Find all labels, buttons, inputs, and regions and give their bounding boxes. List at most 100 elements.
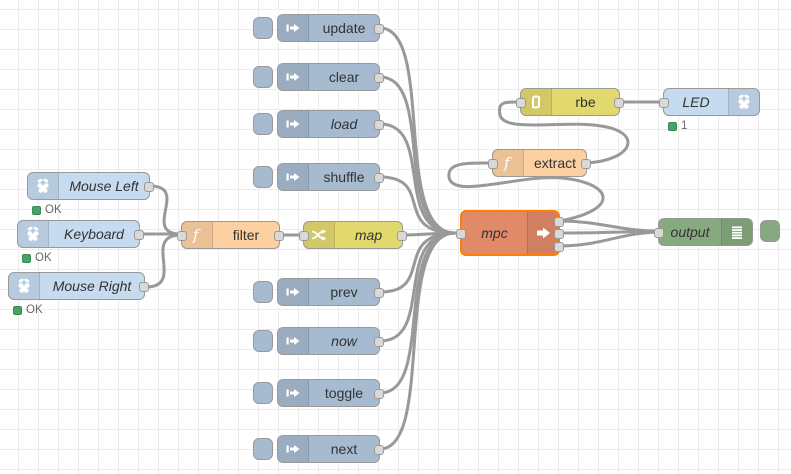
status-text: 1 bbox=[681, 120, 688, 132]
output-port[interactable] bbox=[581, 159, 591, 169]
output-port-2[interactable] bbox=[554, 229, 564, 239]
function-icon: f bbox=[493, 150, 524, 176]
node-label: now bbox=[331, 333, 357, 349]
inject-arrow-icon bbox=[278, 436, 309, 462]
node-mpc[interactable]: mpc bbox=[456, 210, 564, 256]
node-label: prev bbox=[330, 284, 358, 300]
wire[interactable] bbox=[558, 230, 660, 248]
node-label: map bbox=[354, 227, 383, 243]
output-port-3[interactable] bbox=[554, 242, 564, 252]
output-port[interactable] bbox=[614, 98, 624, 108]
inject-arrow-icon bbox=[278, 64, 309, 90]
node-label: load bbox=[330, 116, 358, 132]
inject-button[interactable] bbox=[253, 382, 273, 404]
inject-arrow-icon bbox=[278, 15, 309, 41]
inject-button[interactable] bbox=[253, 330, 273, 352]
output-port[interactable] bbox=[134, 230, 144, 240]
node-label: extract bbox=[533, 155, 576, 171]
inject-button[interactable] bbox=[253, 66, 273, 88]
wire[interactable] bbox=[378, 231, 457, 395]
inject-button[interactable] bbox=[253, 113, 273, 135]
svg-text:f: f bbox=[503, 155, 512, 171]
output-port[interactable] bbox=[374, 120, 384, 130]
node-label: mpc bbox=[481, 225, 508, 241]
node-label: shuffle bbox=[323, 169, 365, 185]
inject-arrow-icon bbox=[278, 164, 309, 190]
node-function-filter[interactable]: f filter bbox=[177, 221, 284, 249]
node-inject-shuffle[interactable]: shuffle bbox=[253, 163, 384, 191]
node-rbe[interactable]: rbe bbox=[516, 88, 624, 116]
inject-button[interactable] bbox=[253, 17, 273, 39]
node-function-extract[interactable]: f extract bbox=[488, 149, 591, 177]
raspberry-pi-icon bbox=[728, 89, 759, 115]
node-label: rbe bbox=[575, 94, 596, 110]
svg-text:f: f bbox=[192, 227, 201, 243]
node-inject-update[interactable]: update bbox=[253, 14, 384, 42]
input-port[interactable] bbox=[177, 231, 187, 241]
output-port[interactable] bbox=[374, 445, 384, 455]
node-inject-next[interactable]: next bbox=[253, 435, 384, 463]
output-port[interactable] bbox=[374, 288, 384, 298]
raspberry-pi-icon bbox=[28, 173, 59, 199]
node-inject-load[interactable]: load bbox=[253, 110, 384, 138]
node-label: Keyboard bbox=[64, 226, 124, 242]
debug-toggle-button[interactable] bbox=[760, 220, 780, 242]
node-mouse-left[interactable]: Mouse Left OK bbox=[27, 172, 154, 216]
inject-arrow-icon bbox=[278, 328, 309, 354]
inject-arrow-icon bbox=[278, 380, 309, 406]
wire[interactable] bbox=[378, 175, 457, 235]
inject-button[interactable] bbox=[253, 438, 273, 460]
wire[interactable] bbox=[144, 233, 183, 289]
wire[interactable] bbox=[148, 184, 183, 236]
hysteresis-icon bbox=[521, 89, 552, 115]
node-keyboard[interactable]: Keyboard OK bbox=[17, 220, 144, 264]
wire[interactable] bbox=[447, 161, 605, 223]
node-label: update bbox=[322, 20, 366, 36]
node-range-map[interactable]: map bbox=[299, 221, 407, 249]
node-mouse-right[interactable]: Mouse Right OK bbox=[8, 272, 149, 316]
wire[interactable] bbox=[378, 75, 457, 235]
node-label: Mouse Right bbox=[52, 278, 132, 294]
status-dot bbox=[22, 253, 31, 263]
status-dot bbox=[32, 205, 41, 215]
function-icon: f bbox=[182, 222, 213, 248]
output-port[interactable] bbox=[374, 173, 384, 183]
output-port-1[interactable] bbox=[554, 217, 564, 227]
output-port[interactable] bbox=[374, 337, 384, 347]
output-port[interactable] bbox=[139, 282, 149, 292]
node-inject-now[interactable]: now bbox=[253, 327, 384, 355]
wire[interactable] bbox=[378, 122, 457, 235]
wire[interactable] bbox=[497, 100, 630, 165]
inject-button[interactable] bbox=[253, 281, 273, 303]
node-label: toggle bbox=[324, 385, 364, 401]
input-port[interactable] bbox=[456, 229, 466, 239]
debug-list-icon bbox=[721, 219, 752, 245]
input-port[interactable] bbox=[299, 231, 309, 241]
output-port[interactable] bbox=[397, 231, 407, 241]
wire[interactable] bbox=[558, 219, 660, 233]
arrow-right-icon bbox=[527, 212, 558, 254]
output-port[interactable] bbox=[374, 389, 384, 399]
node-status: OK bbox=[13, 304, 43, 316]
node-inject-prev[interactable]: prev bbox=[253, 278, 384, 306]
node-inject-toggle[interactable]: toggle bbox=[253, 379, 384, 407]
node-debug-output[interactable]: output bbox=[654, 218, 780, 246]
input-port[interactable] bbox=[654, 228, 664, 238]
node-label: output bbox=[670, 224, 710, 240]
input-port[interactable] bbox=[659, 98, 669, 108]
output-port[interactable] bbox=[374, 24, 384, 34]
input-port[interactable] bbox=[516, 98, 526, 108]
wire[interactable] bbox=[378, 26, 457, 235]
input-port[interactable] bbox=[488, 159, 498, 169]
output-port[interactable] bbox=[374, 73, 384, 83]
wire[interactable] bbox=[378, 231, 457, 451]
output-port[interactable] bbox=[274, 231, 284, 241]
status-text: OK bbox=[45, 204, 62, 216]
node-inject-clear[interactable]: clear bbox=[253, 63, 384, 91]
inject-button[interactable] bbox=[253, 166, 273, 188]
wire[interactable] bbox=[378, 231, 457, 343]
node-label: next bbox=[330, 441, 358, 457]
node-led[interactable]: LED 1 bbox=[659, 88, 760, 132]
output-port[interactable] bbox=[144, 182, 154, 192]
